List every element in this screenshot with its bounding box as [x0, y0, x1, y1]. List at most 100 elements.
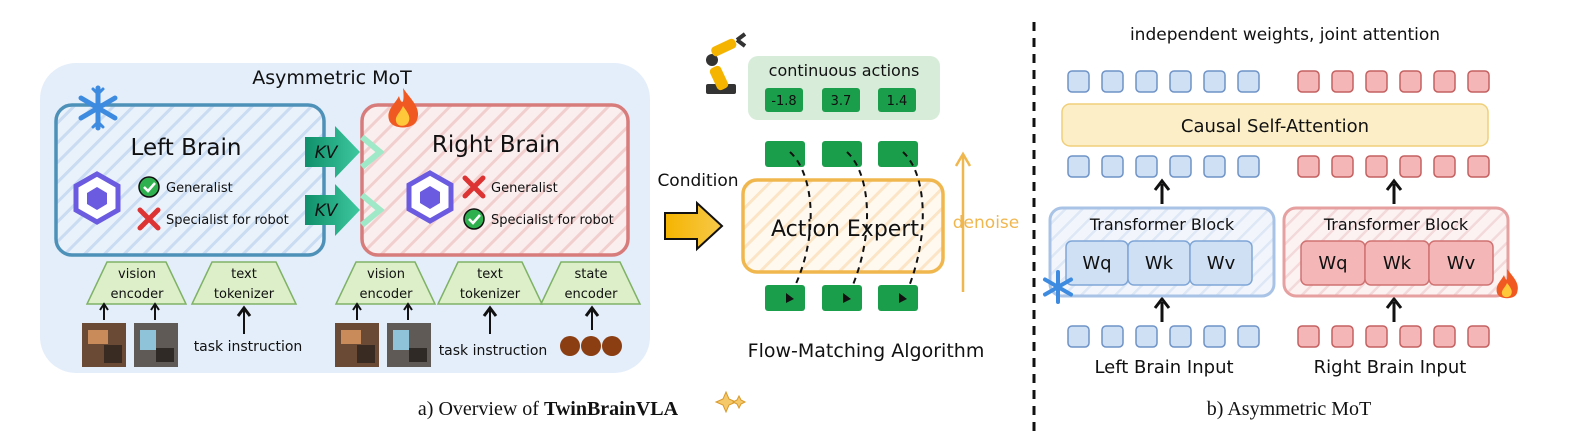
token-square: [1399, 155, 1422, 178]
condition-label: Condition: [657, 171, 738, 191]
right-attention-input-tokens: [1297, 155, 1490, 178]
token-square: [1467, 155, 1490, 178]
token-square: [1203, 325, 1226, 348]
right-state-encoder: [539, 261, 642, 305]
right-output-tokens: [1297, 70, 1490, 93]
right-state-encoder-line2: encoder: [565, 287, 619, 302]
model-logo-icon: [406, 170, 454, 224]
token-square: [1135, 70, 1158, 93]
panel-b-title: independent weights, joint attention: [1130, 25, 1440, 45]
causal-self-attention-label: Causal Self-Attention: [1181, 116, 1369, 137]
action-value: -1.8: [771, 94, 796, 109]
token-square: [1101, 325, 1124, 348]
kv-label-top: KV: [315, 143, 339, 163]
camera-image-thumbnail: [82, 323, 126, 367]
left-output-tokens: [1067, 70, 1260, 93]
left-wv-label: Wv: [1207, 253, 1236, 274]
token-square: [1237, 155, 1260, 178]
token-square: [1297, 70, 1320, 93]
token-square: [1331, 70, 1354, 93]
right-vision-encoder-line2: encoder: [360, 287, 414, 302]
token-square: [1467, 325, 1490, 348]
token-square: [1433, 70, 1456, 93]
right-cross-label: Generalist: [491, 181, 558, 196]
token-square: [1331, 325, 1354, 348]
token-square: [1467, 70, 1490, 93]
token-square: [1433, 155, 1456, 178]
token-square: [1135, 325, 1158, 348]
action-value-box: -1.8: [765, 88, 803, 112]
right-brain-box: [360, 103, 630, 257]
left-text-tokenizer: [190, 261, 298, 305]
denoise-label: denoise: [953, 213, 1019, 233]
left-check-icon: [138, 176, 160, 198]
left-brain-title: Left Brain: [131, 135, 242, 161]
left-brain-box: [54, 103, 326, 257]
left-cross-label: Specialist for robot: [166, 213, 289, 228]
right-text-tokenizer-line2: tokenizer: [460, 287, 521, 302]
right-weight-boxes: [1300, 240, 1494, 286]
token-square: [1237, 325, 1260, 348]
left-cross-icon: [137, 207, 161, 231]
token-square: [1101, 70, 1124, 93]
action-expert-label: Action Expert: [771, 217, 919, 242]
left-weight-boxes: [1065, 240, 1253, 286]
token-square: [1297, 155, 1320, 178]
right-check-label: Specialist for robot: [491, 213, 614, 228]
right-vision-encoder-line1: vision: [367, 267, 405, 282]
token-square: [1067, 70, 1090, 93]
causal-self-attention-box: [1061, 103, 1489, 147]
action-value-box: 3.7: [822, 88, 860, 112]
right-state-encoder-line1: state: [575, 267, 608, 282]
left-wk-label: Wk: [1145, 253, 1174, 274]
layer-arrows: [1153, 178, 1403, 322]
right-check-icon: [463, 208, 485, 230]
right-wv-label: Wv: [1447, 253, 1476, 274]
right-brain-input-tokens: [1297, 325, 1490, 348]
action-value: 3.7: [831, 94, 852, 109]
token-square: [1169, 325, 1192, 348]
right-vision-encoder: [334, 261, 437, 305]
left-brain-input-tokens: [1067, 325, 1260, 348]
token-square: [1399, 325, 1422, 348]
action-value: 1.4: [887, 94, 908, 109]
left-text-tokenizer-line2: tokenizer: [214, 287, 275, 302]
token-square: [1067, 155, 1090, 178]
token-square: [1365, 155, 1388, 178]
caption-a-prefix: a) Overview of: [418, 398, 544, 420]
left-vision-encoder: [85, 261, 188, 305]
token-square: [1067, 325, 1090, 348]
token-square: [1203, 155, 1226, 178]
left-wq-label: Wq: [1082, 253, 1111, 274]
left-attention-input-tokens: [1067, 155, 1260, 178]
caption-a: a) Overview of TwinBrainVLA: [418, 398, 679, 420]
token-square: [1331, 155, 1354, 178]
right-brain-title: Right Brain: [432, 132, 560, 158]
action-expert-box: [741, 178, 945, 274]
noisy-action-tokens: [765, 285, 918, 311]
token-square: [1365, 70, 1388, 93]
token-square: [1399, 70, 1422, 93]
token-square: [1297, 325, 1320, 348]
token-square: [1135, 155, 1158, 178]
token-square: [1433, 325, 1456, 348]
denoised-action-tokens: [765, 141, 918, 167]
state-tokens: [560, 336, 622, 356]
left-vision-encoder-line2: encoder: [111, 287, 165, 302]
fire-icon: [388, 88, 419, 128]
right-brain-input-label: Right Brain Input: [1314, 357, 1467, 378]
input-arrows: [99, 302, 600, 334]
condition-arrow: [664, 200, 724, 252]
right-text-tokenizer-line1: text: [477, 267, 503, 282]
token-square: [1237, 70, 1260, 93]
robot-arm-icon: [706, 32, 747, 94]
wrist-image-thumbnail: [387, 323, 431, 367]
left-brain-input-label: Left Brain Input: [1094, 357, 1233, 378]
action-value-box: 1.4: [878, 88, 916, 112]
token-square: [1169, 155, 1192, 178]
continuous-actions-title: continuous actions: [769, 61, 920, 80]
camera-image-thumbnail: [335, 323, 379, 367]
token-square: [1101, 155, 1124, 178]
token-square: [1365, 325, 1388, 348]
kv-arrow-bottom: [305, 184, 385, 236]
